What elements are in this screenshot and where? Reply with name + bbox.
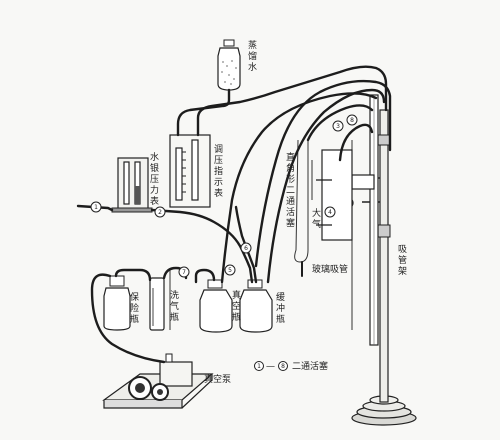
label-vacuum-pump: 真空泵 [204,373,231,385]
svg-text:—: — [266,362,275,372]
svg-text:直: 直 [286,151,295,163]
svg-text:洗: 洗 [170,289,179,301]
svg-text:气: 气 [312,218,321,230]
svg-text:指: 指 [214,165,223,177]
pipette-stand [351,109,417,426]
svg-text:大: 大 [312,207,321,219]
svg-text:水: 水 [248,61,257,73]
stopcock-1: 1 [90,201,102,213]
svg-text:冲: 冲 [276,302,285,314]
wash-bottle [149,268,171,331]
svg-text:形: 形 [286,173,295,185]
label-pipette-stand: 吸 管 架 [398,244,407,277]
svg-text:调: 调 [214,144,223,155]
label-glass-pipette: 玻璃吸管 [312,263,348,275]
svg-text:通: 通 [286,196,295,207]
distilled-water-bottle [217,39,241,91]
svg-text:力: 力 [150,184,159,196]
legend: 1 — 8 二通活塞 [254,360,328,372]
svg-text:银: 银 [150,162,159,174]
label-air: 大 气 [312,207,321,230]
svg-text:7: 7 [182,269,186,276]
stopcock-3: 3 [332,120,344,132]
label-wash-bottle: 洗 气 瓶 [170,289,179,323]
svg-text:示: 示 [214,178,223,188]
svg-text:空: 空 [232,300,241,312]
label-distilled-water: 蒸 馏 水 [248,39,257,73]
svg-text:表: 表 [150,195,159,207]
svg-text:瓶: 瓶 [130,313,139,325]
svg-text:1: 1 [94,204,98,211]
svg-text:架: 架 [398,266,407,277]
svg-text:管: 管 [398,254,407,266]
label-vacuum-bottle: 真 空 瓶 [232,289,241,323]
label-pressure-indicator: 调 压 指 示 表 [214,144,223,199]
svg-text:保: 保 [130,291,139,303]
stopcock-6: 6 [240,242,252,254]
svg-text:压: 压 [150,174,159,185]
svg-text:真: 真 [232,289,241,301]
stopcocks: 1 2 3 4 5 6 7 8 [90,114,358,278]
vacuum-bottle [199,279,233,333]
label-water-pressure-gauge: 水 银 压 力 表 [150,151,159,207]
glass-pipette [294,94,379,346]
buffer-bottle [239,279,273,333]
label-safety-bottle: 保 险 瓶 [130,291,139,325]
svg-text:气: 气 [170,300,179,312]
svg-text:4: 4 [328,209,332,216]
svg-text:蒸: 蒸 [248,39,257,51]
svg-text:险: 险 [130,302,139,314]
pressure-indicator [169,134,211,208]
svg-text:6: 6 [244,245,248,252]
svg-text:塞: 塞 [286,217,295,229]
svg-text:吸: 吸 [398,244,407,255]
stopcock-8: 8 [346,114,358,126]
svg-text:1: 1 [257,363,261,370]
legend-label: 二通活塞 [292,360,328,372]
svg-text:二: 二 [286,186,295,196]
stopcock-5: 5 [224,264,236,276]
svg-text:缓: 缓 [276,291,285,303]
mercury-pressure-gauge [111,157,153,213]
svg-text:压: 压 [214,155,223,166]
stopcock-4: 4 [324,206,336,218]
svg-text:角: 角 [286,162,295,174]
svg-text:瓶: 瓶 [170,311,179,323]
svg-text:瓶: 瓶 [276,313,285,325]
svg-text:活: 活 [286,206,295,218]
svg-text:2: 2 [158,209,162,216]
svg-text:3: 3 [336,123,340,130]
svg-text:5: 5 [228,267,232,274]
svg-text:8: 8 [350,117,354,124]
safety-bottle [103,275,131,331]
label-buffer-bottle: 缓 冲 瓶 [276,291,285,325]
vacuum-pump [102,353,214,409]
svg-text:表: 表 [214,187,223,199]
stopcock-7: 7 [178,266,190,278]
rubber-tubing [76,65,392,364]
svg-text:8: 8 [281,363,285,370]
label-right-angle-valve: 直 角 形 二 通 活 塞 [286,151,295,229]
svg-text:瓶: 瓶 [232,311,241,323]
svg-text:馏: 馏 [248,50,257,62]
stopcock-2: 2 [154,206,166,218]
svg-text:水: 水 [150,151,159,163]
